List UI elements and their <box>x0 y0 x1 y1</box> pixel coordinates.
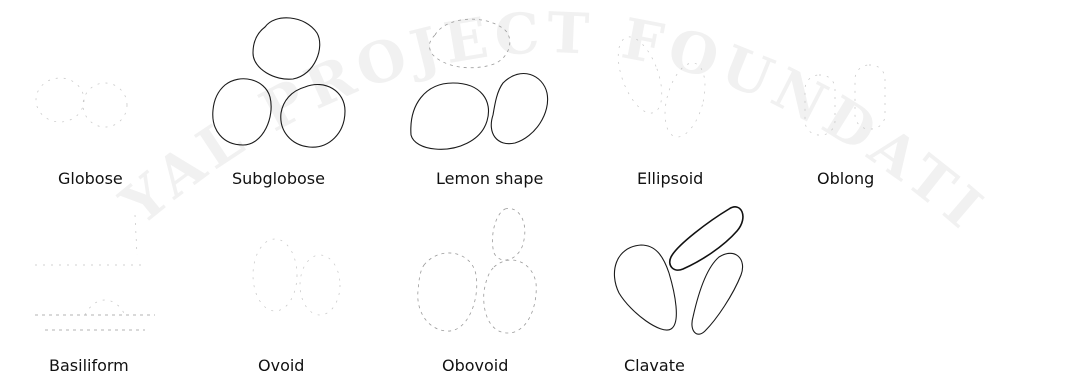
globose-label: Globose <box>58 169 123 188</box>
clavate-label: Clavate <box>624 356 685 375</box>
subglobose-label: Subglobose <box>232 169 325 188</box>
basiliform-label: Basiliform <box>49 356 129 375</box>
oblong-label: Oblong <box>817 169 874 188</box>
basiliform-drawing <box>25 195 175 345</box>
oblong-drawing <box>775 5 925 155</box>
ovoid-label: Ovoid <box>258 356 304 375</box>
globose-drawing <box>30 5 180 155</box>
ovoid-drawing <box>220 195 370 345</box>
obovoid-label: Obovoid <box>442 356 508 375</box>
ellipsoid-label: Ellipsoid <box>637 169 703 188</box>
obovoid-drawing <box>410 195 560 345</box>
lemon-shape-label: Lemon shape <box>436 169 543 188</box>
lemon-shape-drawing <box>405 5 555 155</box>
clavate-drawing <box>605 195 755 345</box>
subglobose-drawing <box>205 5 355 155</box>
ellipsoid-drawing <box>590 5 740 155</box>
